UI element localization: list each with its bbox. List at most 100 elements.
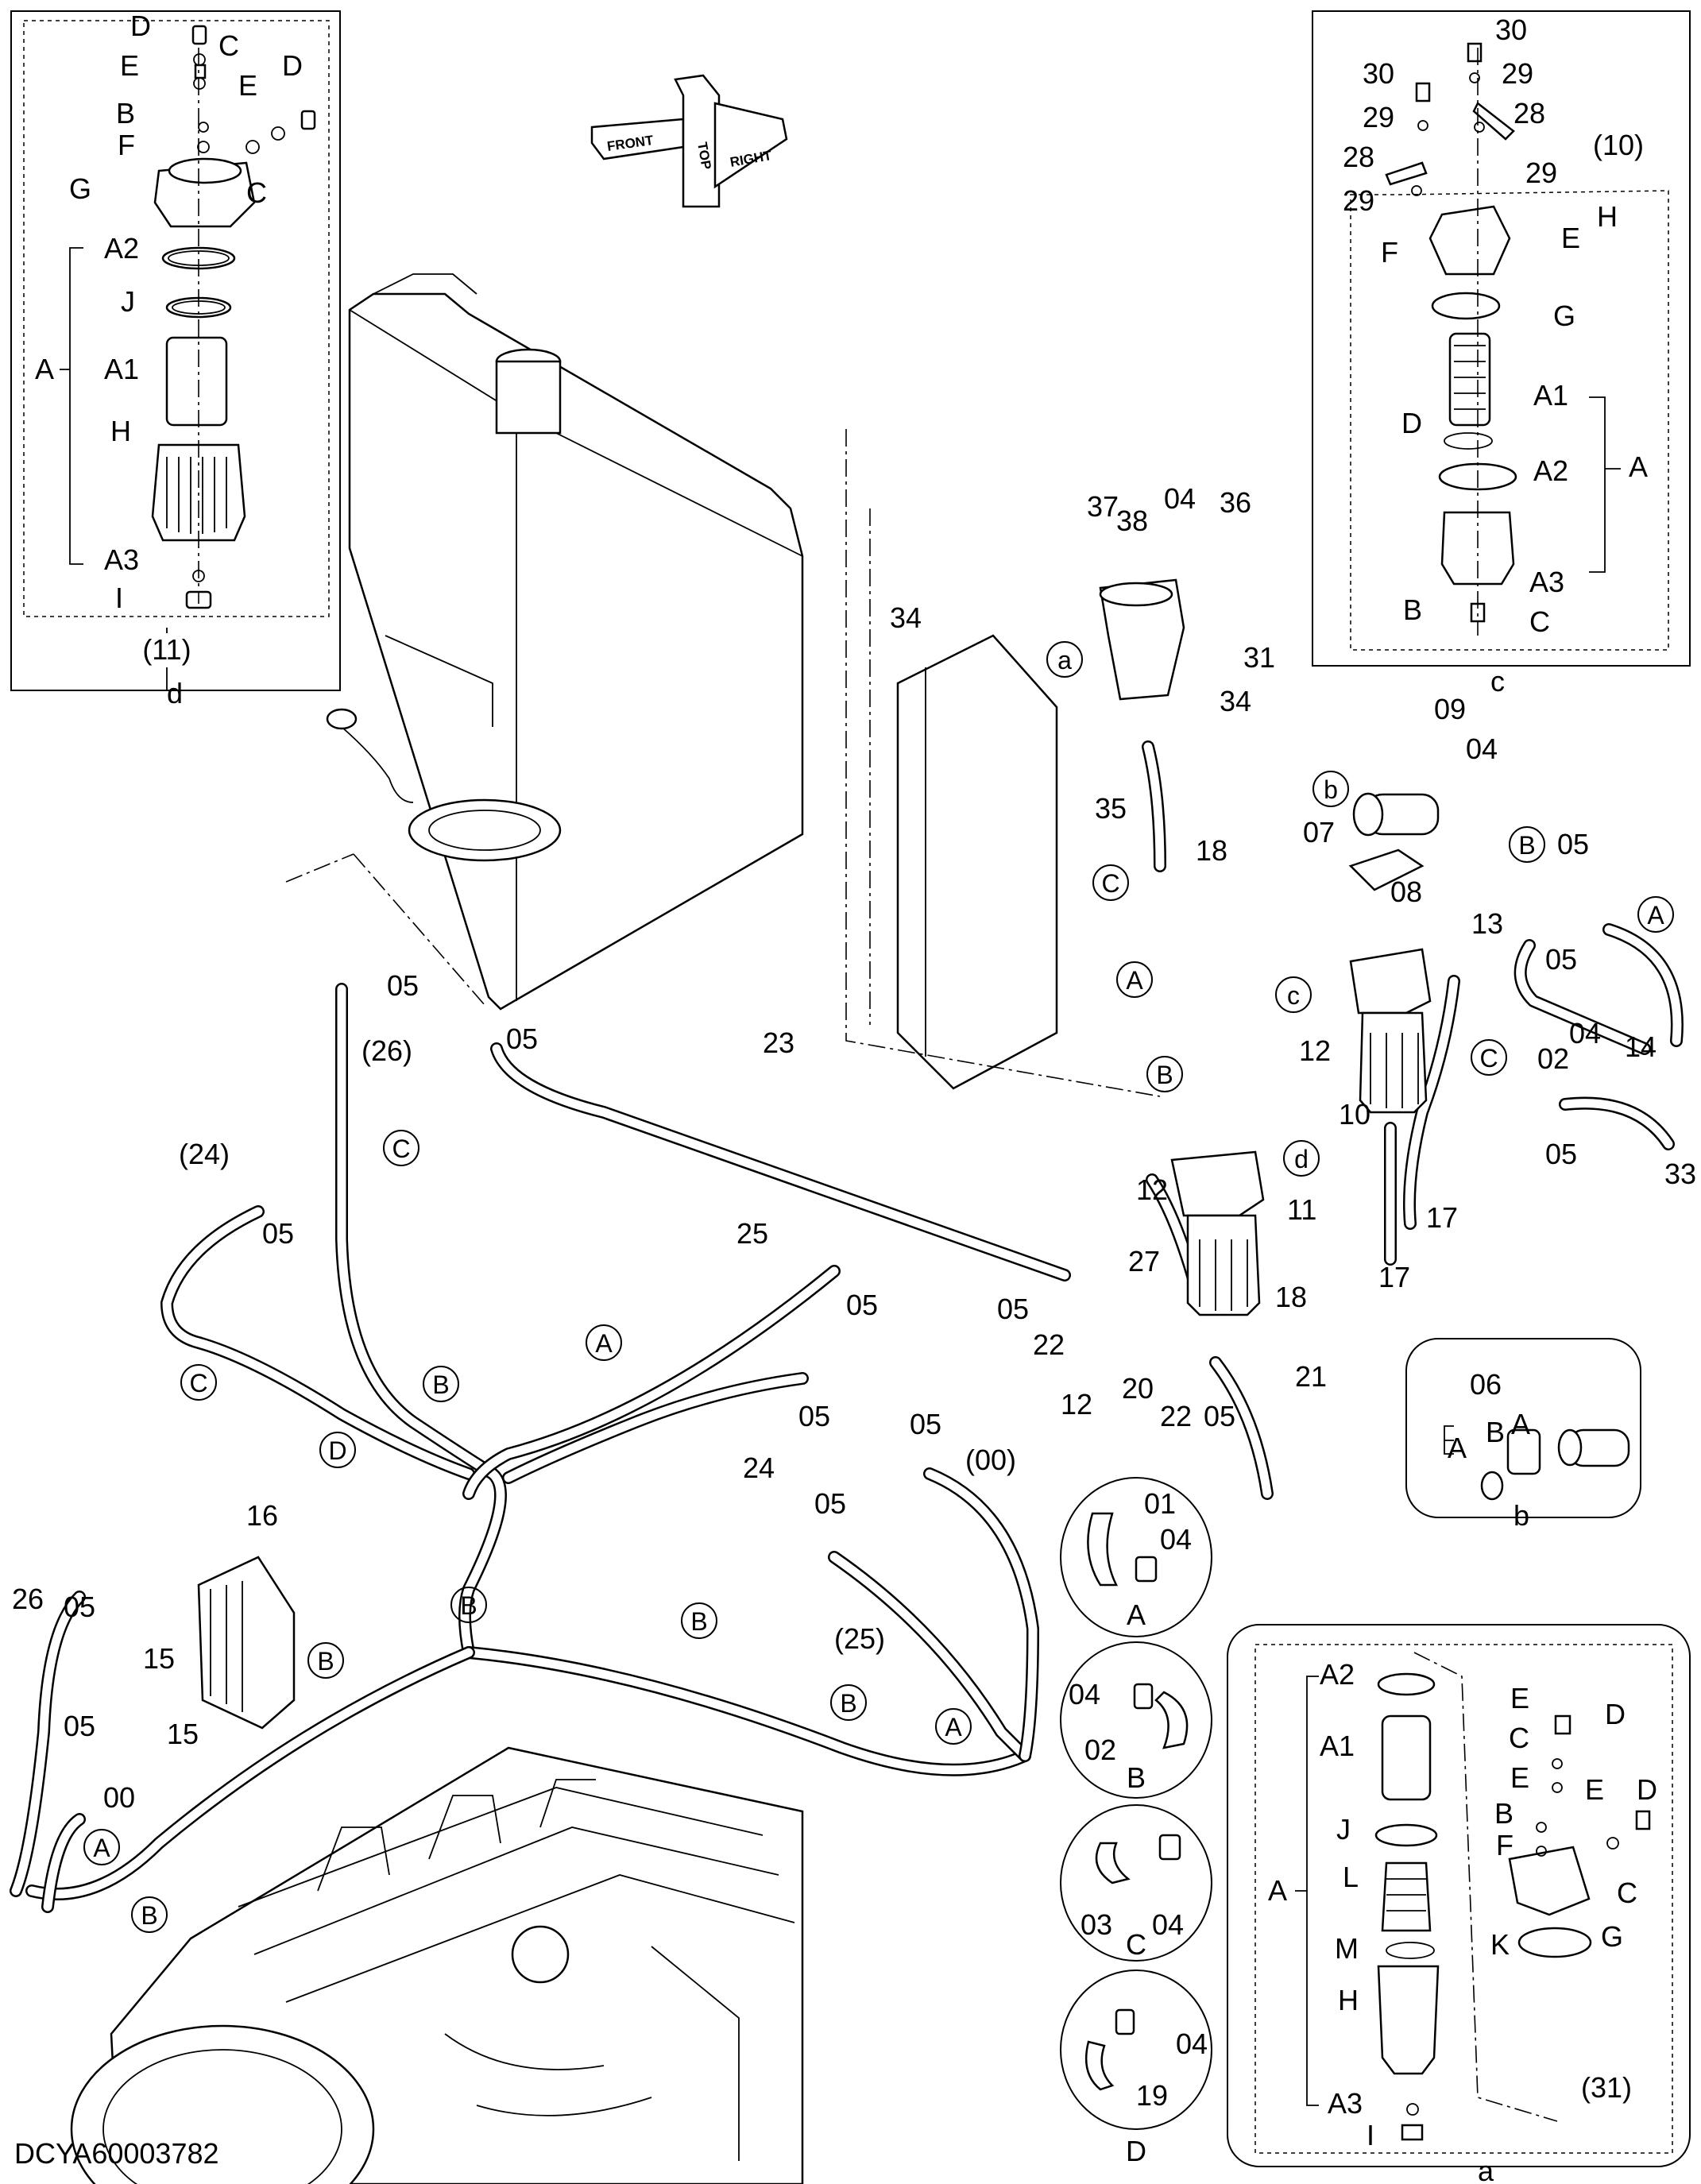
a-E3: E — [1585, 1773, 1604, 1806]
svg-text:36: 36 — [1220, 486, 1251, 519]
a-G: G — [1601, 1920, 1623, 1953]
c-C: C — [1529, 605, 1550, 638]
svg-text:15: 15 — [167, 1718, 199, 1750]
a-K: K — [1490, 1928, 1510, 1961]
clamp-detail-C: 03 04 C — [1060, 1804, 1212, 1962]
a-B: B — [1494, 1797, 1514, 1830]
c-G: G — [1553, 300, 1575, 332]
a-J: J — [1336, 1813, 1351, 1846]
svg-text:05: 05 — [64, 1591, 95, 1623]
c-29d: 29 — [1343, 184, 1374, 217]
svg-text:15: 15 — [143, 1642, 175, 1675]
circled-callouts: a b c d C A B B A C C C A B D B B B B A … — [83, 641, 1674, 1933]
svg-text:38: 38 — [1116, 504, 1148, 537]
a-D1: D — [1605, 1698, 1626, 1730]
clamp-A-part1: 01 — [1144, 1487, 1176, 1520]
inset-d: D E C D E B F C G A2 J A A1 H A3 I (11) … — [10, 10, 341, 709]
svg-text:14: 14 — [1625, 1030, 1657, 1063]
svg-text:22: 22 — [1160, 1400, 1192, 1432]
b-B: B — [1486, 1416, 1505, 1448]
svg-text:A: A — [1647, 901, 1664, 930]
document-id: DCYA60003782 — [14, 2137, 219, 2170]
svg-text:26: 26 — [12, 1583, 44, 1615]
svg-text:13: 13 — [1471, 907, 1503, 940]
svg-text:31: 31 — [1243, 641, 1275, 674]
svg-text:18: 18 — [1196, 834, 1227, 867]
svg-text:B: B — [840, 1689, 856, 1718]
clamp-D-part1: 04 — [1176, 2027, 1208, 2060]
direction-symbol: FRONT TOP RIGHT — [590, 74, 788, 208]
svg-text:16: 16 — [246, 1499, 278, 1532]
c-assembly: (10) — [1593, 129, 1644, 161]
svg-text:C: C — [392, 1135, 410, 1163]
inset-c: 30 29 30 29 28 28 29 29 (10) H E F G A1 … — [1312, 10, 1691, 698]
label-J: J — [121, 285, 135, 318]
clamp-C-letter: C — [1126, 1928, 1146, 1961]
a-M: M — [1335, 1932, 1359, 1965]
b-assembly: 06 — [1470, 1368, 1502, 1401]
svg-text:B: B — [432, 1370, 449, 1399]
clamp-A-letter: A — [1127, 1598, 1146, 1631]
svg-text:05: 05 — [910, 1408, 941, 1440]
svg-text:05: 05 — [387, 969, 419, 1002]
svg-text:(26): (26) — [361, 1034, 412, 1067]
svg-text:02: 02 — [1537, 1042, 1569, 1075]
svg-text:A: A — [945, 1713, 962, 1741]
a-I: I — [1367, 2119, 1374, 2151]
clamp-C-part2: 04 — [1152, 1908, 1184, 1941]
bracket-plate — [845, 429, 1185, 1097]
svg-text:17: 17 — [1426, 1201, 1458, 1234]
svg-text:33: 33 — [1664, 1158, 1696, 1190]
label-D: D — [130, 10, 151, 42]
svg-text:A: A — [1126, 966, 1143, 995]
svg-text:c: c — [1287, 981, 1300, 1010]
svg-text:35: 35 — [1095, 792, 1127, 825]
label-G: G — [69, 172, 91, 205]
label-A1: A1 — [104, 353, 139, 385]
svg-text:04: 04 — [1466, 733, 1498, 765]
label-D2: D — [282, 49, 303, 82]
cooler-16 — [197, 1556, 296, 1730]
c-A1: A1 — [1533, 379, 1568, 412]
svg-text:C: C — [1479, 1044, 1498, 1073]
c-29b: 29 — [1363, 101, 1394, 133]
svg-text:05: 05 — [846, 1289, 878, 1321]
svg-text:05: 05 — [1204, 1400, 1235, 1432]
svg-text:C: C — [1101, 869, 1119, 898]
a-D2: D — [1637, 1773, 1657, 1806]
label-A2: A2 — [104, 232, 139, 265]
a-H: H — [1338, 1984, 1359, 2016]
svg-text:A: A — [595, 1329, 613, 1358]
svg-text:18: 18 — [1275, 1281, 1307, 1313]
svg-text:(24): (24) — [179, 1138, 230, 1170]
svg-text:05: 05 — [64, 1710, 95, 1742]
label-H: H — [110, 415, 131, 447]
a-C1: C — [1509, 1722, 1529, 1754]
label-C: C — [218, 29, 239, 62]
svg-text:22: 22 — [1033, 1328, 1065, 1361]
svg-text:37: 37 — [1087, 490, 1119, 523]
svg-text:21: 21 — [1295, 1360, 1327, 1393]
svg-text:a: a — [1057, 646, 1072, 675]
label-A3: A3 — [104, 543, 139, 576]
svg-text:04: 04 — [1569, 1017, 1601, 1049]
svg-text:B: B — [317, 1647, 334, 1676]
label-I: I — [115, 582, 123, 614]
svg-text:12: 12 — [1136, 1173, 1168, 1206]
svg-text:d: d — [1294, 1145, 1309, 1173]
label-E: E — [120, 49, 139, 82]
c-28b: 28 — [1343, 141, 1374, 173]
svg-text:b: b — [1324, 775, 1338, 804]
svg-text:05: 05 — [1545, 943, 1577, 976]
svg-text:D: D — [328, 1436, 346, 1465]
c-A3: A3 — [1529, 566, 1564, 598]
svg-text:(25): (25) — [834, 1622, 885, 1655]
a-A2: A2 — [1320, 1658, 1355, 1691]
label-A: A — [35, 353, 54, 385]
svg-text:09: 09 — [1434, 693, 1466, 725]
inset-d-caption: d — [167, 677, 183, 709]
svg-text:34: 34 — [890, 601, 922, 634]
filter-11 — [1170, 1150, 1265, 1316]
c-A2: A2 — [1533, 454, 1568, 487]
svg-text:05: 05 — [798, 1400, 830, 1432]
